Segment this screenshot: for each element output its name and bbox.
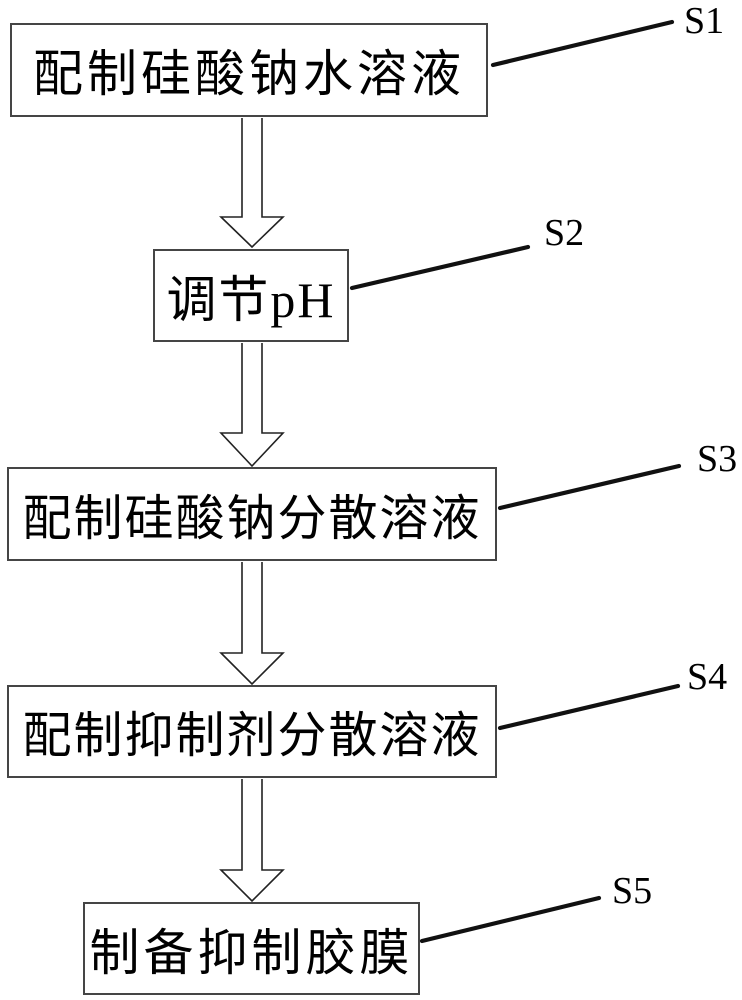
step-box-prepare-sodium-silicate-dispersion: 配制硅酸钠分散溶液 [7, 467, 497, 561]
step-tag-s4: S4 [687, 656, 728, 698]
step-label: 制备抑制胶膜 [89, 924, 414, 981]
step-box-prepare-sodium-silicate-solution: 配制硅酸钠水溶液 [10, 23, 488, 117]
step-box-adjust-ph: 调节pH [153, 249, 349, 342]
step-tag-s5: S5 [612, 870, 653, 912]
arrow-down-icon [219, 118, 285, 249]
step-label: 配制硅酸钠水溶液 [33, 46, 465, 102]
leader-line-s5 [419, 895, 602, 944]
step-label: 配制抑制剂分散溶液 [22, 708, 482, 763]
step-tag-s3: S3 [697, 438, 738, 480]
step-label: 调节pH [166, 271, 336, 328]
arrow-down-icon [219, 343, 285, 468]
step-box-prepare-inhibition-film: 制备抑制胶膜 [83, 902, 420, 995]
leader-line-s4 [497, 683, 681, 731]
leader-line-s1 [490, 19, 675, 68]
arrow-down-icon [219, 562, 285, 686]
step-label: 配制硅酸钠分散溶液 [22, 490, 482, 546]
leader-line-s3 [497, 463, 682, 511]
step-tag-s1: S1 [684, 0, 725, 42]
leader-line-s2 [349, 244, 531, 291]
step-tag-s2: S2 [544, 212, 585, 254]
arrow-down-icon [219, 779, 285, 903]
step-box-prepare-inhibitor-dispersion: 配制抑制剂分散溶液 [7, 685, 497, 778]
